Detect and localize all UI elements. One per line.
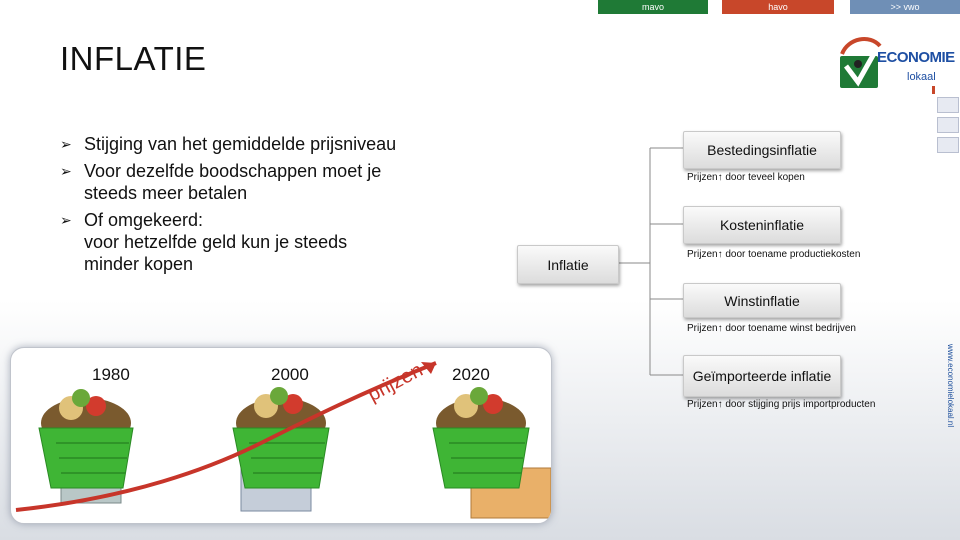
bullet-text: Stijging van het gemiddelde prijsniveau xyxy=(84,134,397,154)
geimporteerde-inflatie-node[interactable]: Geïmporteerde inflatie xyxy=(683,355,841,397)
tab-mavo[interactable]: mavo xyxy=(598,0,708,14)
year-label-2000: 2000 xyxy=(271,365,309,384)
side-nav-square[interactable] xyxy=(937,137,959,153)
side-navigation xyxy=(937,97,959,153)
bullet-text: minder kopen xyxy=(84,254,194,274)
grocery-baskets-image xyxy=(15,361,551,519)
price-trend-arrow xyxy=(15,361,437,512)
logo-text-bottom: lokaal xyxy=(907,71,936,83)
winstinflatie-description: Prijzen↑ door toename winst bedrijven xyxy=(687,323,856,334)
tab-havo[interactable]: havo xyxy=(722,0,834,14)
arrow-bullet-icon: ➢ xyxy=(60,212,72,228)
tab-vwo[interactable]: >> vwo xyxy=(850,0,960,14)
bullet-text: Of omgekeerd: xyxy=(84,210,204,230)
bullet-text: voor hetzelfde geld kun je steeds xyxy=(84,232,348,252)
year-label-1980: 1980 xyxy=(92,365,130,384)
winstinflatie-node[interactable]: Winstinflatie xyxy=(683,283,841,318)
bullet-item: ➢ Of omgekeerd: voor hetzelfde geld kun … xyxy=(60,209,396,275)
arrow-bullet-icon: ➢ xyxy=(60,136,72,152)
page-title: INFLATIE xyxy=(60,40,207,77)
bestedingsinflatie-node[interactable]: Bestedingsinflatie xyxy=(683,131,841,169)
level-tabs: mavo havo >> vwo xyxy=(598,0,960,14)
logo-text-top: ECONOMIE xyxy=(877,49,955,66)
basket-2020 xyxy=(432,387,551,519)
year-label-2020: 2020 xyxy=(452,365,490,384)
bullet-text: steeds meer betalen xyxy=(84,183,248,203)
basket-1980 xyxy=(38,389,134,504)
inflatie-node[interactable]: Inflatie xyxy=(517,245,619,284)
arrow-bullet-icon: ➢ xyxy=(60,163,72,179)
website-url[interactable]: www.economielokaal.nl xyxy=(946,344,955,428)
bullet-list: ➢ Stijging van het gemiddelde prijsnivea… xyxy=(60,133,396,280)
kosteninflatie-node[interactable]: Kosteninflatie xyxy=(683,206,841,244)
geimporteerde-inflatie-description: Prijzen↑ door stijging prijs importprodu… xyxy=(687,399,876,410)
side-nav-square[interactable] xyxy=(937,97,959,113)
side-nav-square[interactable] xyxy=(937,117,959,133)
bullet-text: Voor dezelfde boodschappen moet je xyxy=(84,161,382,181)
arrowhead-icon xyxy=(421,362,436,374)
person-icon xyxy=(854,60,862,68)
bullet-item: ➢ Stijging van het gemiddelde prijsnivea… xyxy=(60,133,396,155)
logo-arc-icon xyxy=(840,37,882,55)
checkmark-icon xyxy=(844,48,879,87)
bullet-item: ➢ Voor dezelfde boodschappen moet je ste… xyxy=(60,160,396,204)
grocery-price-illustration xyxy=(10,347,552,524)
bestedingsinflatie-description: Prijzen↑ door teveel kopen xyxy=(687,172,805,183)
kosteninflatie-description: Prijzen↑ door toename productiekosten xyxy=(687,249,861,260)
economie-lokaal-logo[interactable] xyxy=(836,32,936,94)
